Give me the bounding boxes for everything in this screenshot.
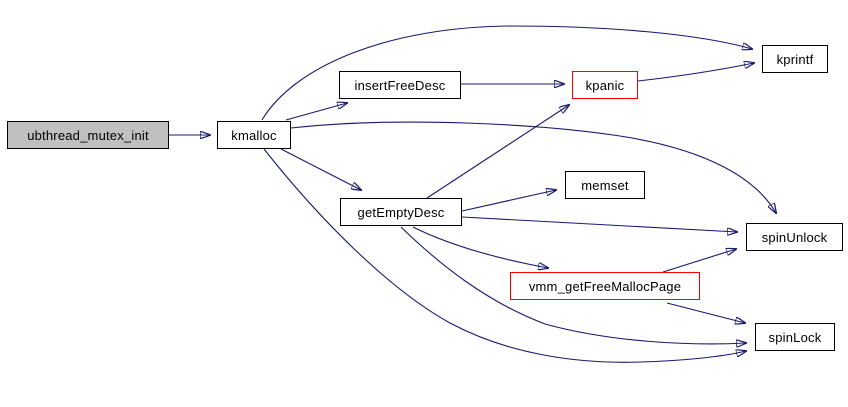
node-vmm_getFreeMallocPage[interactable]: vmm_getFreeMallocPage xyxy=(510,272,700,300)
edge-getEmptyDesc-kpanic xyxy=(426,105,569,199)
edge-kmalloc-spinLock xyxy=(263,148,746,363)
edge-vmm_getFreeMallocPage-spinUnlock xyxy=(662,249,736,273)
edge-kpanic-kprintf xyxy=(637,63,754,82)
node-getEmptyDesc[interactable]: getEmptyDesc xyxy=(340,198,462,226)
edge-kmalloc-getEmptyDesc xyxy=(280,148,361,190)
node-ubthread_mutex_init: ubthread_mutex_init xyxy=(7,121,169,149)
node-kpanic[interactable]: kpanic xyxy=(572,71,638,99)
edge-getEmptyDesc-memset xyxy=(461,190,556,212)
node-spinLock[interactable]: spinLock xyxy=(755,323,835,351)
node-insertFreeDesc[interactable]: insertFreeDesc xyxy=(339,71,461,99)
edge-kmalloc-kprintf xyxy=(261,25,752,121)
edge-kmalloc-spinUnlock xyxy=(290,121,776,213)
node-kprintf[interactable]: kprintf xyxy=(762,45,828,73)
edge-getEmptyDesc-vmm_getFreeMallocPage xyxy=(412,226,548,268)
edge-getEmptyDesc-spinUnlock xyxy=(461,216,737,232)
node-memset[interactable]: memset xyxy=(565,171,645,199)
edge-getEmptyDesc-spinLock xyxy=(400,226,746,344)
edge-vmm_getFreeMallocPage-spinLock xyxy=(666,302,745,323)
edge-kmalloc-insertFreeDesc xyxy=(285,103,347,121)
node-spinUnlock[interactable]: spinUnlock xyxy=(746,223,843,251)
node-kmalloc[interactable]: kmalloc xyxy=(217,121,291,149)
